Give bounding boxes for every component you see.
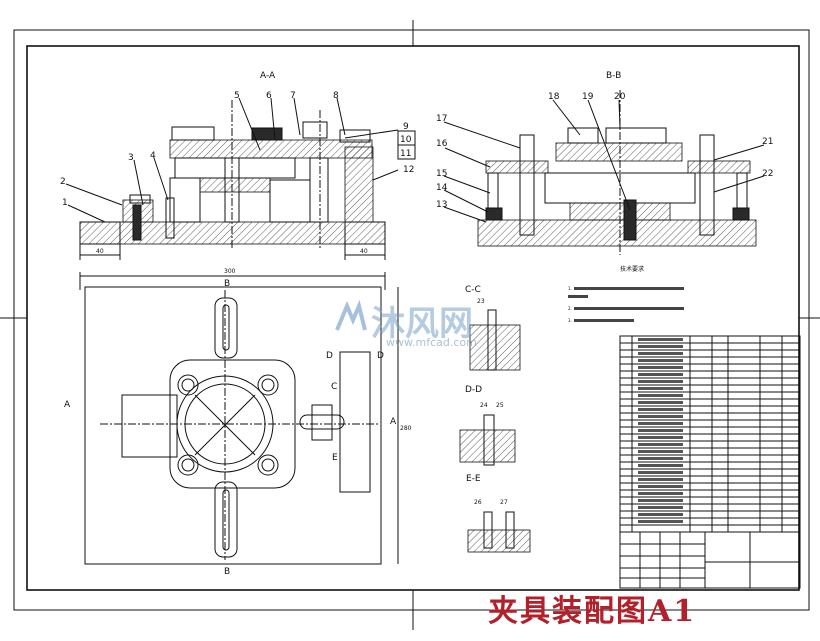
view-label-bb: B-B — [606, 71, 621, 81]
callout-11: 11 — [400, 149, 411, 159]
dim-300: 300 — [224, 268, 236, 275]
callout-15: 15 — [436, 169, 447, 179]
dim-40-right: 40 — [360, 248, 368, 255]
parts-table-cell-text — [638, 338, 683, 341]
dim-280: 280 — [400, 425, 412, 432]
parts-table-cell-text — [638, 450, 683, 453]
callout-7: 7 — [290, 91, 296, 101]
callout-24: 24 — [480, 402, 488, 409]
sheet-frame — [0, 20, 820, 630]
section-mark-d-left: D — [326, 351, 333, 361]
parts-table-cell-text — [638, 373, 683, 376]
parts-table-cell-text — [638, 366, 683, 369]
parts-table-cell-text — [638, 478, 683, 481]
callout-4: 4 — [150, 151, 156, 161]
tech-req-line-1: 1. — [568, 286, 572, 291]
parts-table-cell-text — [638, 429, 683, 432]
callouts-bb: 17 16 15 14 13 18 19 20 21 22 — [436, 92, 773, 223]
callout-2: 2 — [60, 177, 66, 187]
callout-19: 19 — [582, 92, 594, 102]
parts-table-cell-text — [638, 345, 683, 348]
section-mark-e: E — [332, 453, 338, 463]
callout-23: 23 — [477, 298, 485, 305]
parts-table-cell-text — [638, 394, 683, 397]
watermark-logo-icon — [335, 300, 367, 331]
section-view-dd: D-D 24 25 — [459, 385, 516, 466]
parts-table-cell-text — [638, 506, 683, 509]
view-label-ee: E-E — [466, 474, 481, 484]
callout-10: 10 — [400, 135, 412, 145]
section-mark-a-right: A — [390, 417, 397, 427]
parts-table-cell-text — [638, 499, 683, 502]
parts-table-cell-text — [638, 492, 683, 495]
callout-5: 5 — [234, 91, 240, 101]
watermark-text: 沐风网 — [371, 304, 473, 344]
parts-table-cell-text — [638, 443, 683, 446]
parts-table-cell-text — [638, 352, 683, 355]
parts-table-cell-text — [638, 520, 683, 523]
parts-table-cell-text — [638, 401, 683, 404]
parts-table-cell-text — [638, 422, 683, 425]
section-mark-b-bottom: B — [224, 567, 230, 577]
callout-14: 14 — [436, 183, 448, 193]
parts-list-table — [619, 335, 801, 533]
parts-table-cell-text — [638, 387, 683, 390]
parts-table-cell-text — [638, 436, 683, 439]
view-label-dd: D-D — [465, 385, 482, 395]
drawing-title: 夹具装配图A1 — [488, 594, 697, 629]
callout-17: 17 — [436, 114, 447, 124]
callout-6: 6 — [266, 91, 272, 101]
section-view-ee: E-E 26 27 — [466, 474, 531, 553]
section-mark-a-left: A — [64, 400, 71, 410]
section-mark-c: C — [331, 382, 337, 392]
parts-table-cell-text — [638, 380, 683, 383]
parts-table-cell-text — [638, 464, 683, 467]
callout-3: 3 — [128, 153, 134, 163]
tech-req-line-3: 3. — [568, 318, 572, 323]
parts-table-cell-text — [638, 513, 683, 516]
parts-table-cell-text — [638, 408, 683, 411]
section-view-cc: C-C 23 — [465, 285, 521, 371]
callout-27: 27 — [500, 499, 508, 506]
watermark-url: www.mfcad.com — [386, 336, 477, 349]
callout-1: 1 — [62, 198, 68, 208]
section-mark-d-right: D — [377, 351, 384, 361]
parts-table-cell-text — [638, 415, 683, 418]
section-view-bb: B-B 17 16 15 14 13 18 19 — [436, 71, 773, 255]
callout-20: 20 — [614, 92, 626, 102]
section-mark-b-top: B — [224, 279, 230, 289]
callout-12: 12 — [403, 165, 414, 175]
title-block — [619, 531, 801, 589]
callout-18: 18 — [548, 92, 560, 102]
dim-40-left: 40 — [96, 248, 104, 255]
parts-table-cell-text — [638, 457, 683, 460]
callout-21: 21 — [762, 137, 773, 147]
parts-table-cell-text — [638, 359, 683, 362]
parts-table-cell-text — [638, 485, 683, 488]
technical-requirements: 技术要求 1. 2. 3. — [568, 265, 684, 323]
section-view-aa: A-A 40 40 — [60, 71, 416, 260]
callout-8: 8 — [333, 91, 339, 101]
callout-16: 16 — [436, 139, 448, 149]
parts-table-cell-text — [638, 471, 683, 474]
callouts-aa: 1 2 3 4 5 6 7 8 9 10 11 12 — [60, 91, 416, 223]
callout-22: 22 — [762, 169, 773, 179]
tech-req-line-2: 2. — [568, 306, 572, 311]
tech-req-heading: 技术要求 — [620, 265, 644, 273]
view-label-cc: C-C — [465, 285, 481, 295]
view-label-aa: A-A — [260, 71, 276, 81]
callout-25: 25 — [496, 402, 504, 409]
callout-13: 13 — [436, 200, 447, 210]
plan-view: 300 280 A B B C D D E A — [64, 268, 412, 577]
callout-26: 26 — [474, 499, 482, 506]
callout-9: 9 — [403, 122, 409, 132]
